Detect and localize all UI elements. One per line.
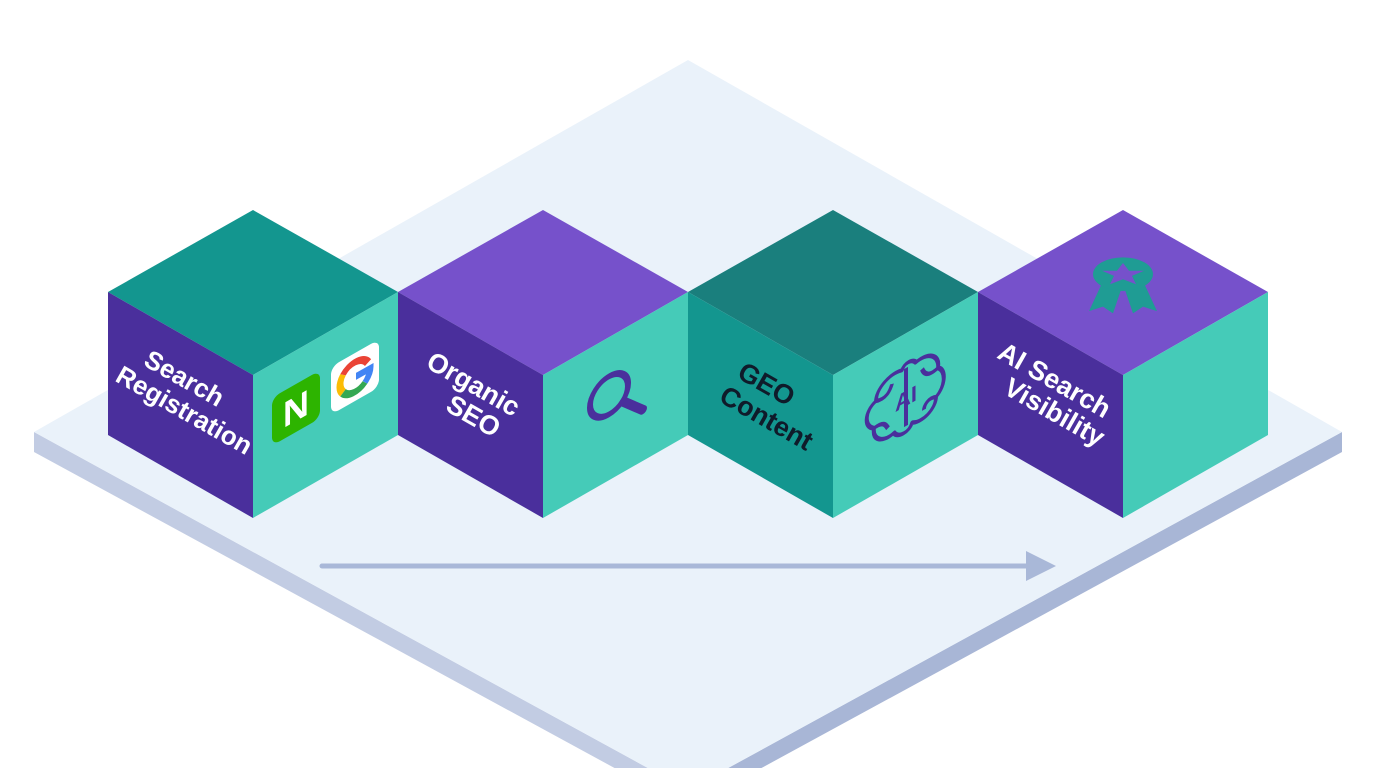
cube-right-face (543, 292, 688, 518)
cube-top-face (108, 210, 398, 375)
platform-right-face (719, 432, 1342, 773)
step-cube-2: Organic SEO (398, 210, 688, 518)
award-badge-icon (1089, 257, 1157, 314)
step-cube-1: Search Registration N (108, 210, 398, 518)
step-cube-3: GEO Content AI (688, 210, 978, 518)
step-cube-4: AI Search Visibility (978, 210, 1268, 518)
cube-left-face (978, 292, 1123, 518)
google-logo-icon (331, 342, 379, 412)
cube-top-face (978, 210, 1268, 375)
cube-top-face (688, 210, 978, 375)
progress-arrow (319, 551, 1056, 581)
cube-left-face (688, 292, 833, 518)
naver-logo-icon: N (272, 373, 320, 443)
cube-right-face (1123, 292, 1268, 518)
cube-left-face (108, 292, 253, 518)
cube-right-face (253, 292, 398, 518)
cube-top-face (398, 210, 688, 375)
cube-left-face (398, 292, 543, 518)
magnifier-icon (587, 370, 647, 421)
